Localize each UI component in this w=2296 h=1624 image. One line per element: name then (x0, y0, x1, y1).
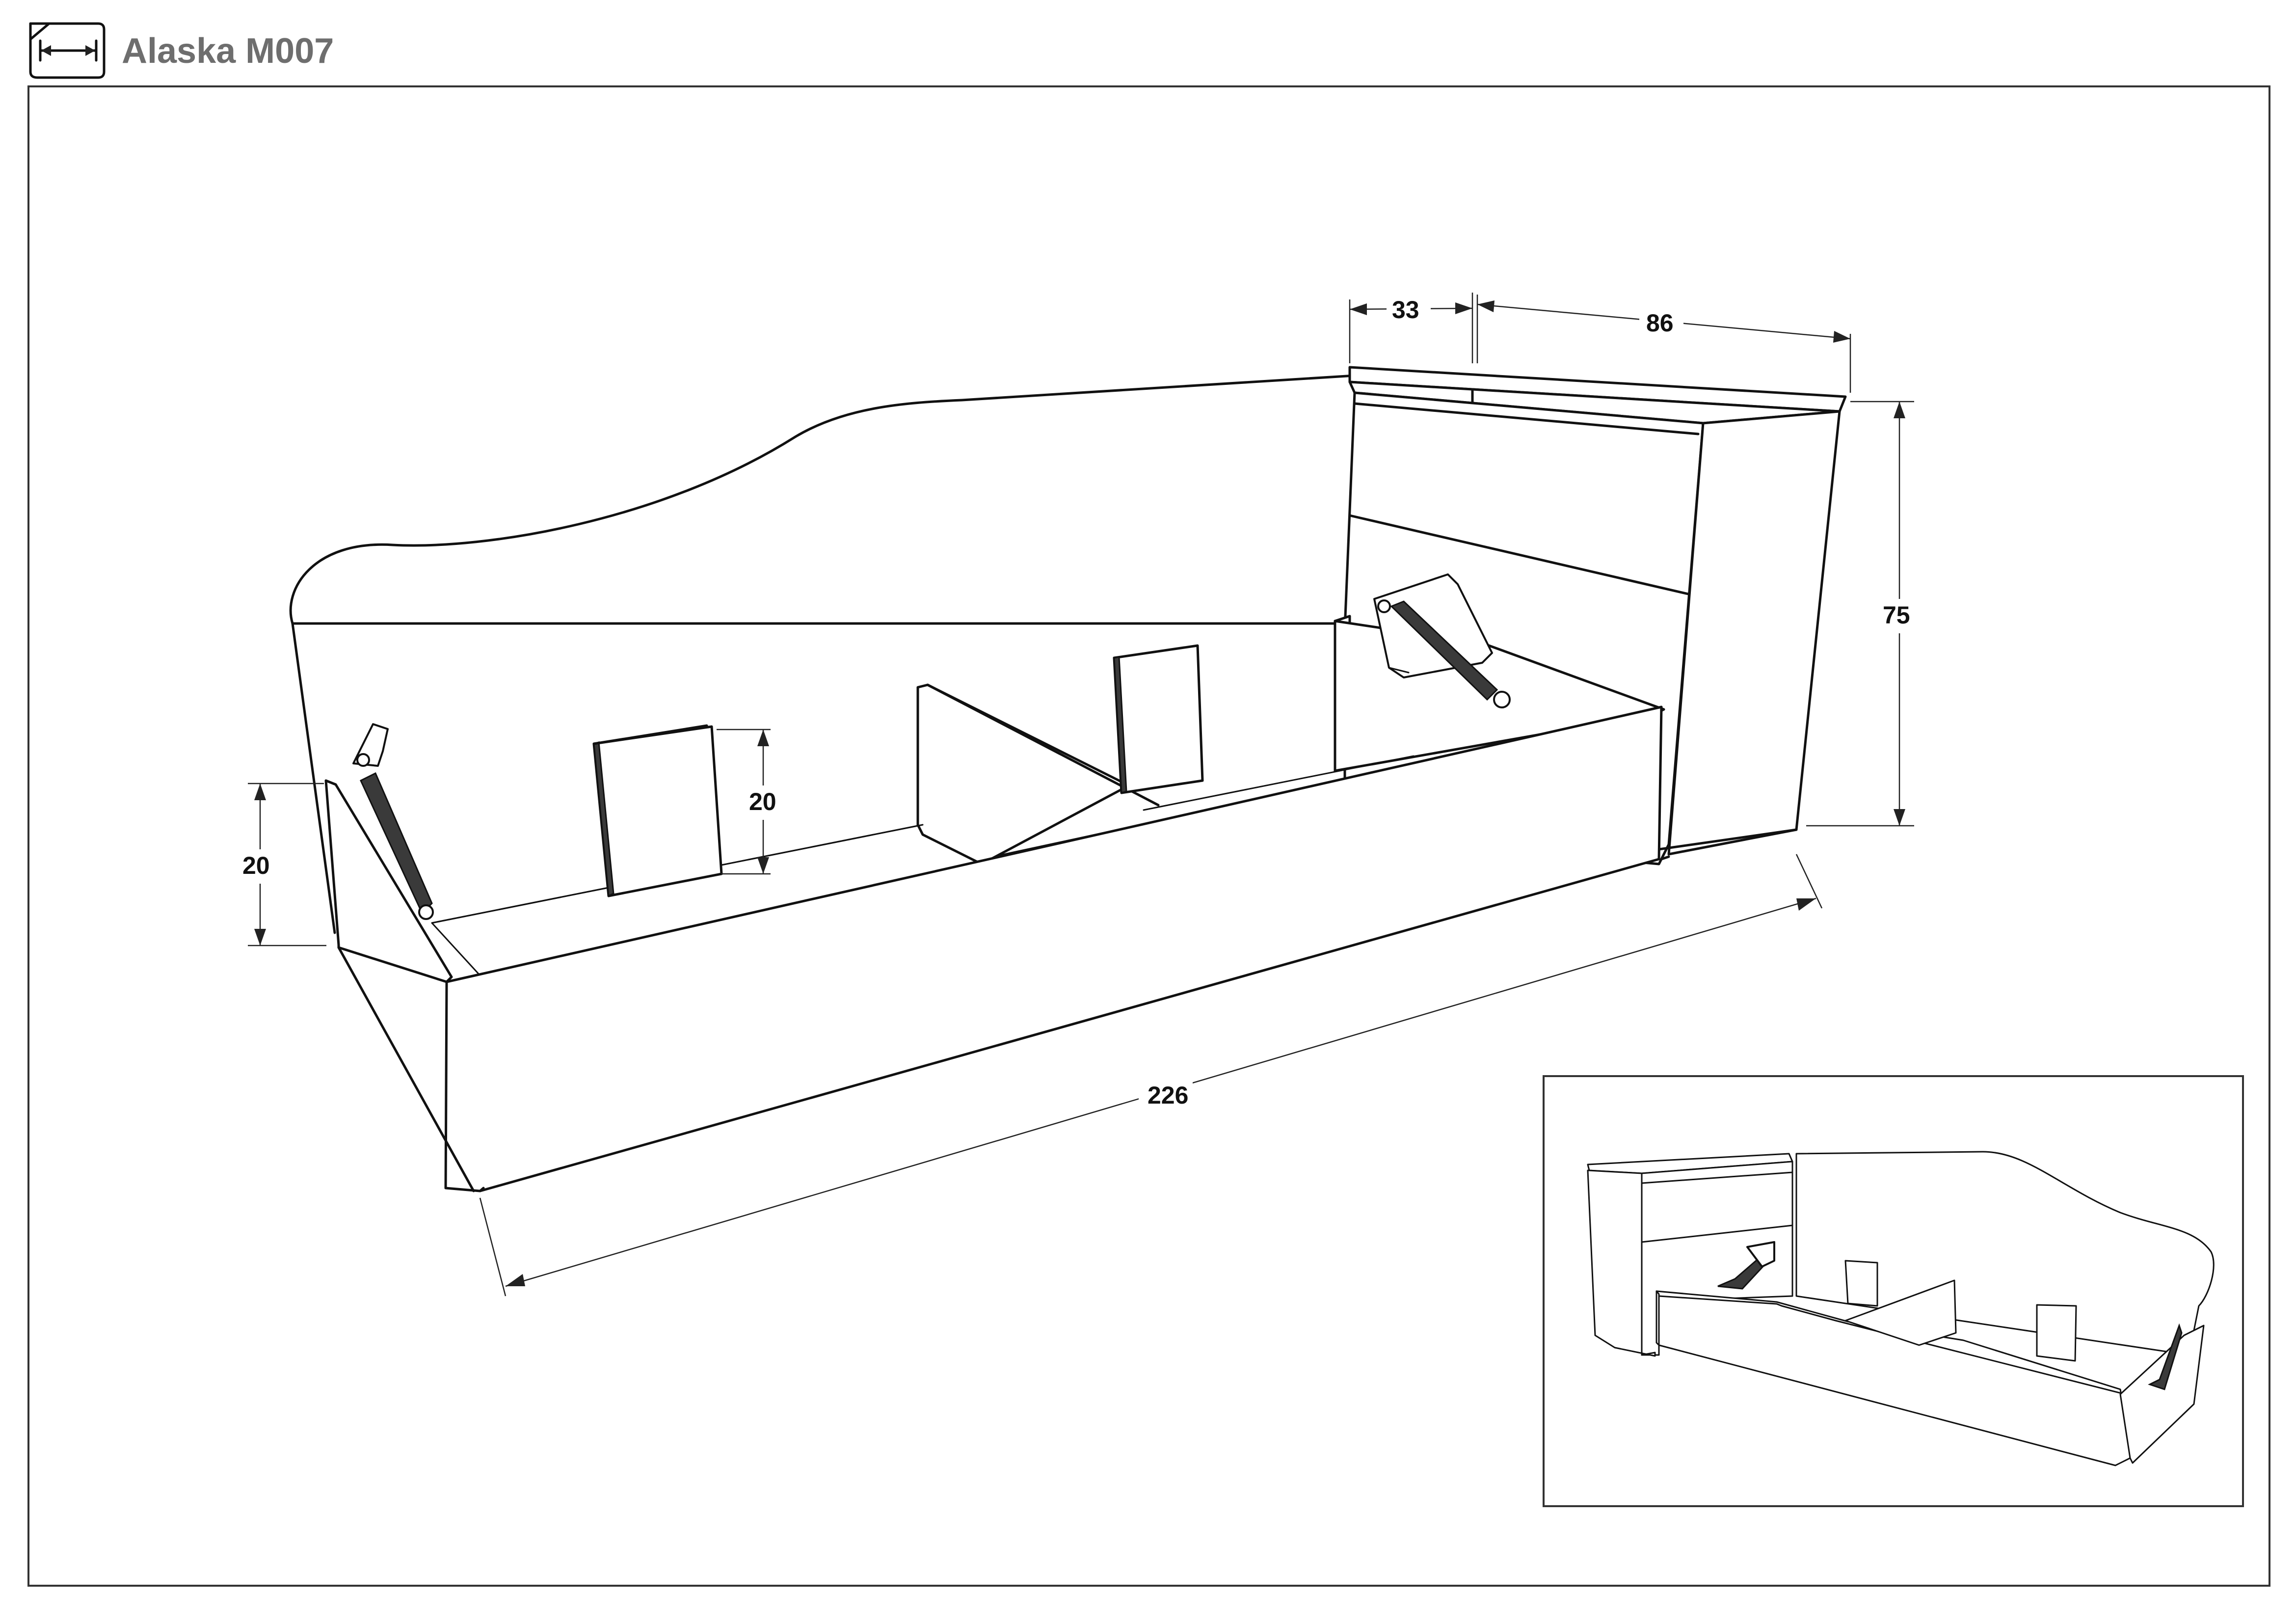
dim-label-length: 226 (1148, 1082, 1188, 1109)
front-side-board (444, 705, 1663, 1192)
page-title: Alaska M007 (122, 31, 334, 71)
gas-lift-hinge-left (352, 723, 434, 920)
inset-frame (1543, 1075, 2244, 1507)
dimension-divider-height (717, 729, 783, 875)
support-slat-left (592, 724, 723, 897)
dimension-width (1476, 295, 1851, 393)
dim-label-width: 86 (1646, 309, 1674, 337)
bed-main-view (289, 366, 1847, 1192)
support-slat-right (1113, 644, 1204, 794)
gas-lift-hinge-right (1373, 573, 1511, 708)
bed-inset-view (1587, 1151, 2215, 1466)
dimension-headboard-depth (1349, 293, 1473, 363)
main-frame (27, 85, 2270, 1587)
dim-label-side-board-height: 20 (242, 852, 270, 879)
dimension-length (479, 854, 1823, 1297)
dimension-height (1806, 401, 1919, 827)
dim-label-divider-height: 20 (749, 788, 776, 815)
back-wall (289, 374, 1356, 625)
dim-label-headboard-depth: 33 (1392, 296, 1419, 324)
dimension-side-board-height (240, 783, 326, 947)
dim-label-height: 75 (1883, 601, 1910, 629)
dimensions-icon (29, 22, 106, 79)
